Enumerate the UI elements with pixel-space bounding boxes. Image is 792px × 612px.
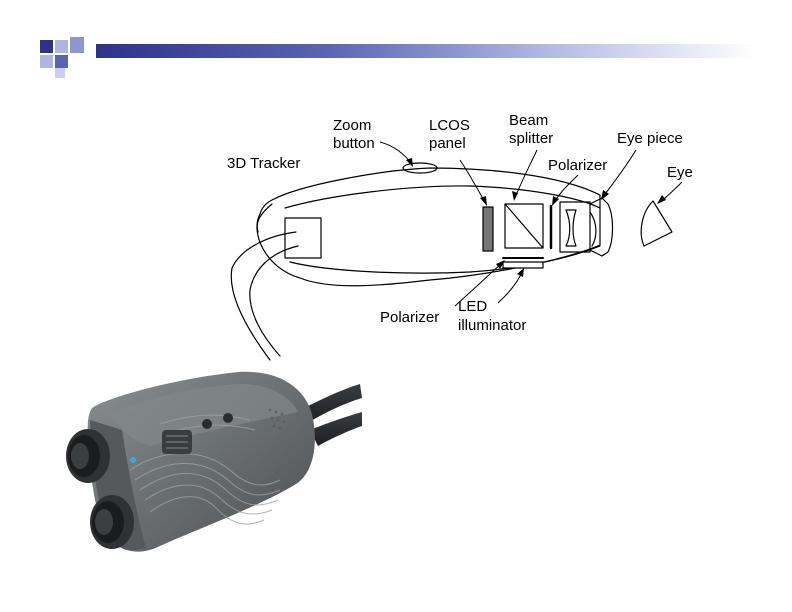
device-cable-2 bbox=[310, 412, 362, 446]
zoom-wheel-icon bbox=[162, 430, 192, 454]
status-led-icon bbox=[130, 457, 136, 463]
button-icon bbox=[202, 419, 212, 429]
device-eyepiece-top bbox=[66, 429, 110, 483]
device-eyepiece-bottom bbox=[90, 495, 134, 549]
button-icon-2 bbox=[223, 413, 233, 423]
